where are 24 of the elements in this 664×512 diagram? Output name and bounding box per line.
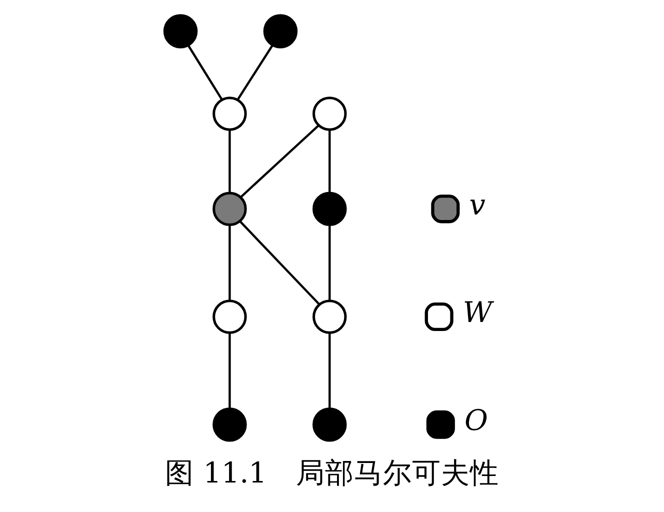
node-circle	[312, 96, 347, 130]
connector	[240, 124, 319, 198]
connector	[328, 129, 331, 192]
node-circle	[212, 299, 247, 334]
connector	[236, 44, 274, 100]
legend-label: v	[469, 186, 486, 221]
node-circle	[212, 191, 247, 226]
node-circle	[212, 407, 247, 442]
connector	[228, 129, 231, 192]
node-circle	[263, 14, 298, 48]
connector	[328, 224, 331, 300]
connector	[240, 220, 320, 305]
node-circle	[312, 191, 347, 226]
connector	[228, 332, 231, 408]
legend-label: W	[462, 294, 492, 329]
connector	[187, 44, 223, 100]
node-circle	[312, 299, 347, 334]
legend-label: O	[464, 402, 488, 437]
node-circle	[212, 96, 247, 130]
node-circle	[312, 407, 347, 442]
connector	[228, 224, 231, 300]
node-circle	[163, 14, 198, 48]
caption: 图 11.1 局部马尔可夫性	[165, 454, 499, 489]
connector	[328, 332, 331, 408]
